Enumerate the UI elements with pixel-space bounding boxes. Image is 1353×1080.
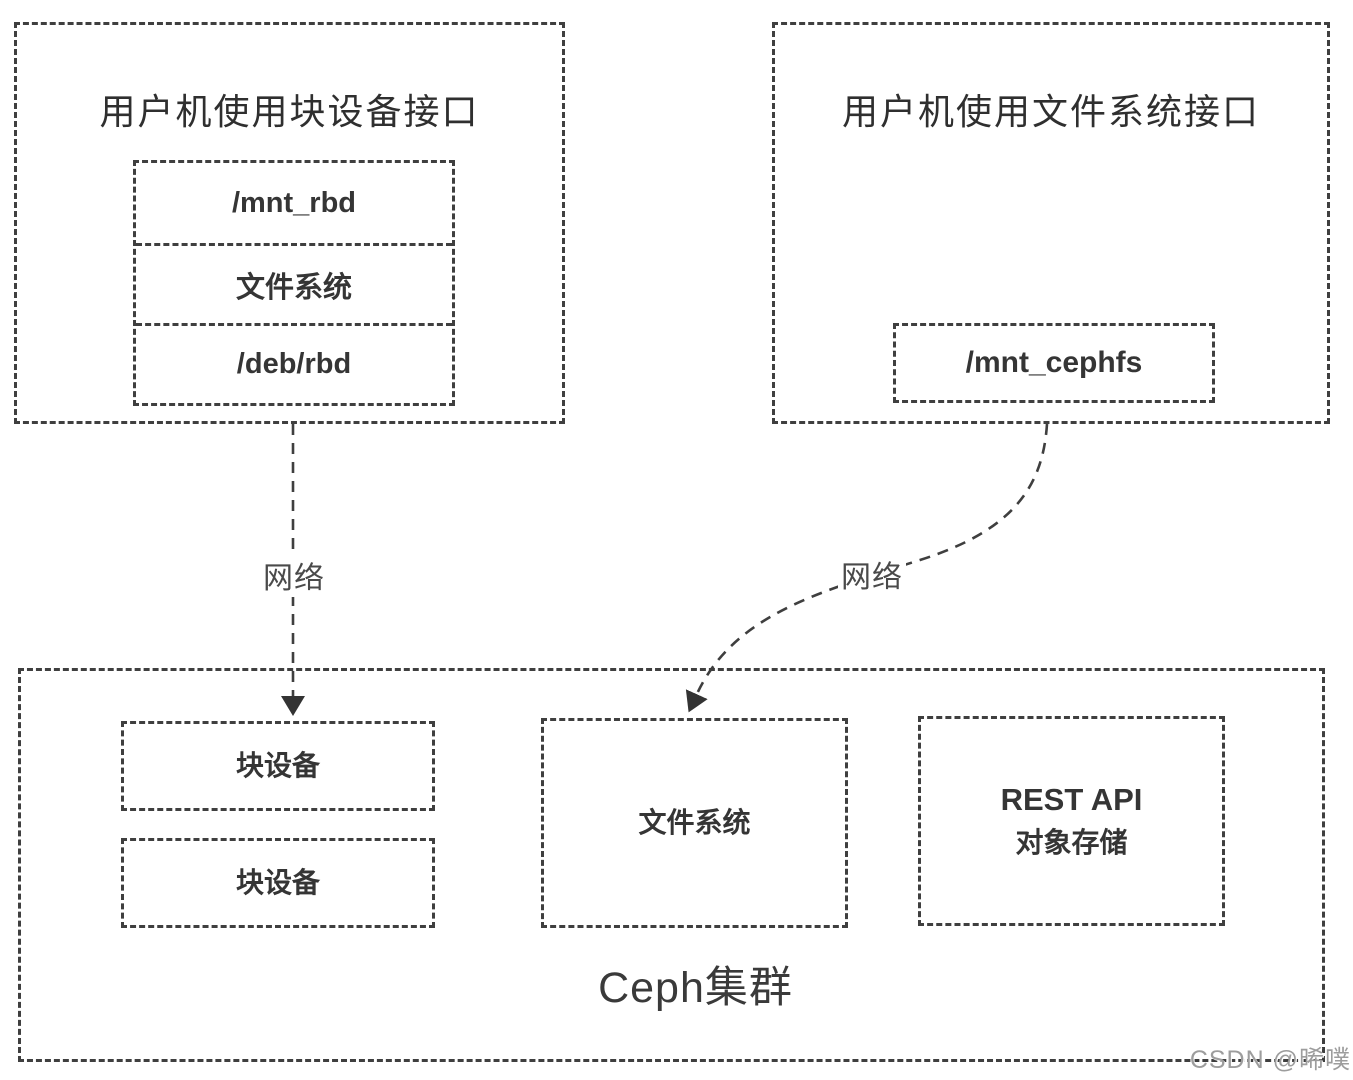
block-device-box-1: 块设备	[121, 721, 435, 811]
mnt-cephfs-label: /mnt_cephfs	[965, 346, 1143, 380]
rest-api-line1: REST API	[1000, 782, 1143, 818]
rest-api-box: REST API 对象存储	[918, 716, 1225, 926]
mount-rbd-layer: /mnt_rbd	[231, 186, 357, 219]
filesystem-layer: 文件系统	[136, 243, 452, 323]
ceph-cluster-title: Ceph集群	[598, 964, 793, 1012]
network-label-right: 网络	[838, 552, 906, 596]
dev-rbd-layer: /deb/rbd	[136, 323, 452, 403]
rest-api-line2: 对象存储	[1015, 827, 1128, 859]
block-device-box-2: 块设备	[121, 838, 435, 928]
ceph-cluster-box: 块设备 块设备 文件系统 REST API 对象存储 Ceph集群	[18, 668, 1325, 1062]
csdn-watermark: CSDN @晞噗	[1189, 1046, 1351, 1074]
client-fs-title: 用户机使用文件系统接口	[841, 91, 1260, 132]
filesystem-box: 文件系统	[541, 718, 848, 928]
network-label-left: 网络	[260, 553, 328, 597]
block-device-label-2: 块设备	[235, 866, 320, 898]
mount-stack: /mnt_rbd 文件系统 /deb/rbd	[133, 160, 455, 406]
block-device-label-1: 块设备	[235, 749, 320, 781]
client-block-title: 用户机使用块设备接口	[99, 91, 480, 132]
client-fs-interface-box: 用户机使用文件系统接口 /mnt_cephfs	[772, 22, 1330, 424]
filesystem-label: 文件系统	[638, 806, 751, 838]
mnt-cephfs-box: /mnt_cephfs	[893, 323, 1215, 403]
rest-api-label-group: REST API 对象存储	[921, 719, 1222, 923]
